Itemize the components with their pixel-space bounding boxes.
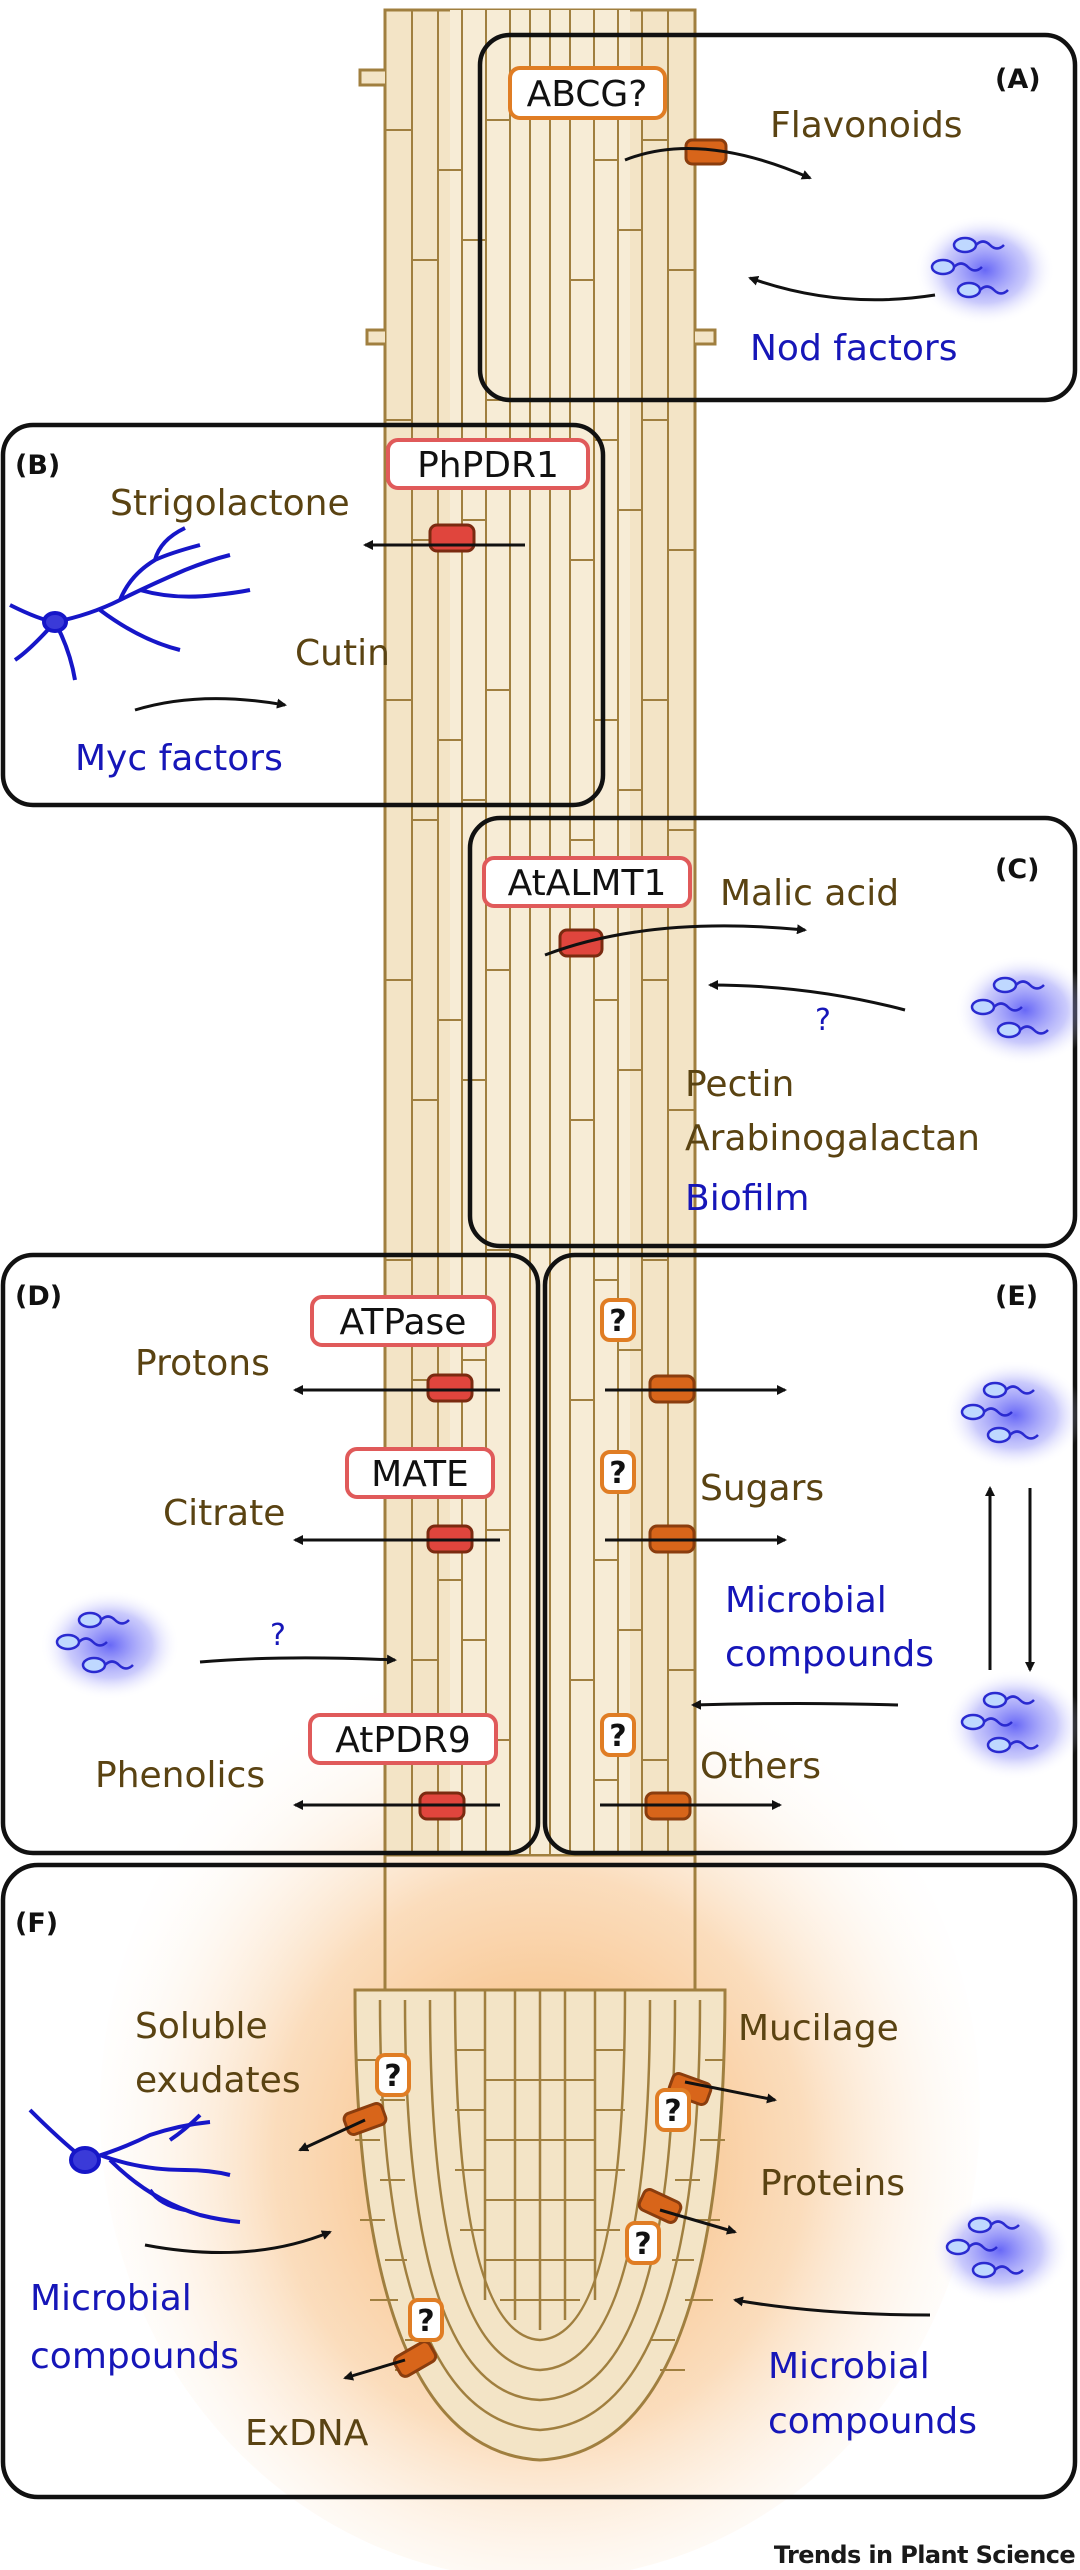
signal-label: compounds [725,1634,934,1675]
unknown-transporter-box [625,2221,661,2265]
panel-c: (C) AtALMT1 Malic acid ? Pectin Arabinog… [467,815,1080,1249]
unknown-transporter-box [600,1298,636,1342]
bacteria-icon [955,955,1080,1065]
bacteria-icon [930,2195,1070,2305]
exudate-label: Strigolactone [110,483,350,524]
exudate-label: exudates [135,2060,301,2101]
unknown-transporter-mark: ? [609,1304,626,1339]
signal-arrow [134,697,287,712]
export-arrow [684,2080,777,2104]
cutin-label: Cutin [295,633,390,674]
unknown-transporter-mark: ? [609,1719,626,1754]
unknown-transporter-mark: ? [634,2227,651,2262]
unknown-transporter-box [600,1713,636,1757]
signal-arrow [199,1654,397,1665]
unknown-transporter-mark: ? [609,1456,626,1491]
exudate-label: Sugars [700,1468,824,1509]
bacteria-icon [40,1590,180,1700]
exudate-label: Phenolics [95,1755,265,1796]
arabinogalactan-label: Arabinogalactan [685,1118,980,1159]
panel-d-letter: (D) [15,1281,62,1312]
signal-arrow [748,275,936,302]
signal-label: Microbial [30,2278,192,2319]
exudate-label: Malic acid [720,873,899,914]
exudate-label: Proteins [760,2163,905,2204]
exudate-label: Protons [135,1343,270,1384]
pectin-label: Pectin [685,1064,794,1105]
exudate-label: Others [700,1746,821,1787]
exudate-label: Soluble [135,2006,268,2047]
export-arrow [659,2208,737,2235]
panel-f-letter: (F) [15,1908,58,1939]
transporter-icon [426,1373,474,1403]
unknown-transporter-box [655,2088,691,2132]
unknown-transporter-box [408,2298,444,2342]
transporter-label: AtPDR9 [335,1720,470,1761]
transporter-icon [428,523,476,553]
export-arrow [624,147,812,180]
panel-a: (A) ABCG? Flavonoids Nod factors [477,32,1078,403]
bacteria-icon [915,215,1055,325]
export-arrow [298,2118,366,2152]
unknown-signal-label: ? [270,1618,286,1653]
exudate-label: Citrate [163,1493,285,1534]
unknown-transporter-mark: ? [384,2059,401,2094]
transporter-label-box [310,1295,496,1347]
unknown-transporter-mark: ? [417,2304,434,2339]
transporter-label: PhPDR1 [417,445,559,486]
transporter-label-box [386,438,590,490]
export-arrow [544,924,807,957]
signal-arrow [144,2230,332,2255]
transporter-label-box [508,66,667,120]
fungus-icon [9,526,251,681]
exudate-label: ExDNA [245,2413,369,2454]
panel-c-letter: (C) [995,854,1040,885]
signal-label: Biofilm [685,1178,809,1219]
signal-label: Nod factors [750,328,957,369]
unknown-transporter-box [375,2053,411,2097]
exudate-label: Flavonoids [770,105,963,146]
transporter-label: ABCG? [527,74,648,115]
panel-f: (F) ? Soluble exudates ? Mucilage ? Prot… [0,1862,1078,2500]
unknown-transporter-box [600,1450,636,1494]
panel-e: (E) ? ? Sugars Microbial compounds ? Oth… [542,1252,1080,1856]
transporter-label-box [345,1447,495,1499]
fungus-icon [28,2108,241,2224]
export-arrow [343,2358,406,2381]
panel-a-letter: (A) [995,64,1041,95]
transporter-label-box [308,1713,498,1765]
bacteria-icon [945,1670,1080,1780]
transporter-label: AtALMT1 [508,863,667,904]
transporter-label-box [482,856,692,908]
panel-b-letter: (B) [15,450,60,481]
journal-footer: Trends in Plant Science [774,2541,1075,2569]
exudate-label: Mucilage [738,2008,899,2049]
panel-b: (B) PhPDR1 Strigolactone Cutin Myc facto… [0,422,606,808]
panel-d: (D) ATPase Protons MATE Citrate ? AtPDR9… [0,1252,541,1856]
signal-label: compounds [768,2401,977,2442]
signal-arrow [691,1699,899,1710]
signal-arrow [733,2296,931,2317]
unknown-transporter-mark: ? [664,2094,681,2129]
transporter-label: ATPase [340,1302,467,1343]
signal-label: Microbial [725,1580,887,1621]
panel-e-letter: (E) [995,1281,1038,1312]
signal-label: Microbial [768,2346,930,2387]
transporter-label: MATE [371,1454,469,1495]
signal-arrow [708,980,906,1012]
bacteria-icon [945,1360,1080,1470]
unknown-signal-label: ? [815,1003,831,1038]
signal-label: Myc factors [75,738,283,779]
signal-label: compounds [30,2336,239,2377]
